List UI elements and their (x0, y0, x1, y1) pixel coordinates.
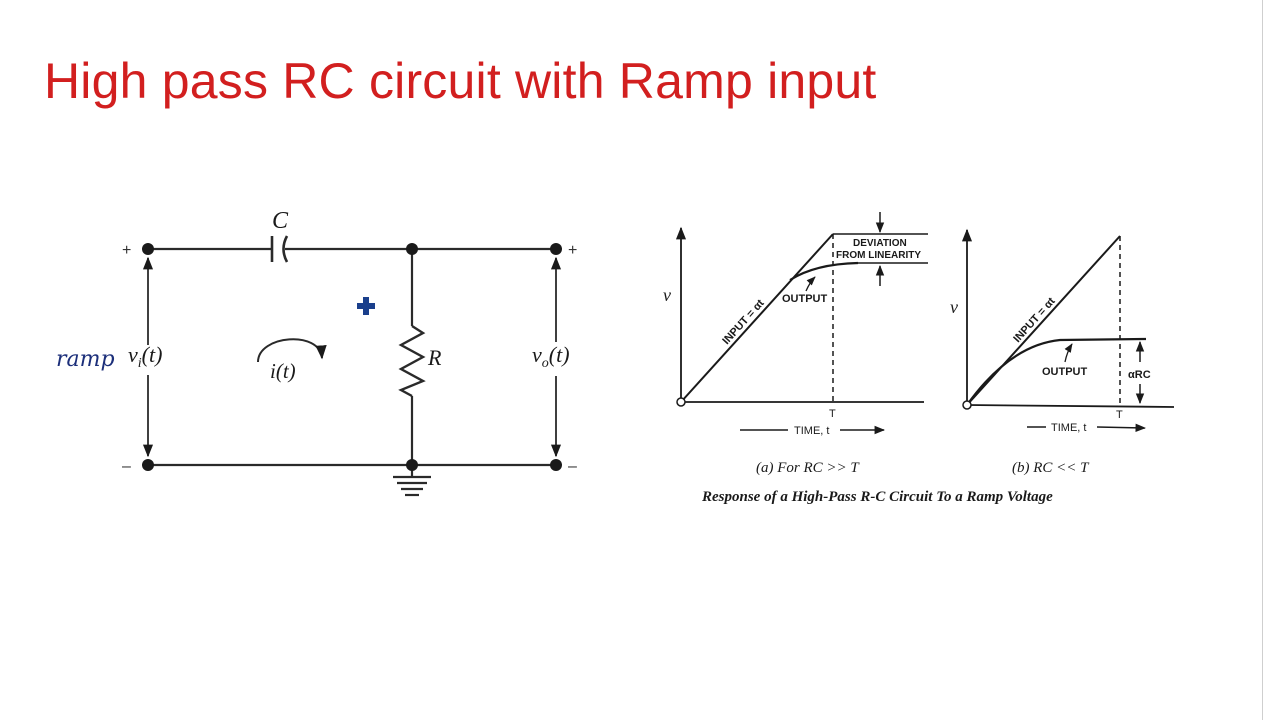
graph-a (675, 212, 928, 435)
capacitor-plate-right (282, 235, 289, 263)
graph-b-output-label: OUTPUT (1042, 366, 1088, 378)
graph-b-input-label: INPUT = αt (1011, 295, 1058, 345)
slide-edge-divider (1262, 0, 1263, 720)
graph-b-y-label: v (950, 297, 958, 317)
graph-b-t-label: T (1116, 409, 1123, 421)
minus-right-label: – (568, 458, 577, 475)
graph-b-input-ramp (966, 235, 1121, 406)
figure-caption: Response of a High-Pass R-C Circuit To a… (701, 489, 1053, 505)
rc-circuit-diagram (142, 235, 562, 497)
graph-a-origin (676, 397, 686, 407)
graph-a-input-label: INPUT = αt (720, 297, 767, 347)
graph-a-deviation-label-2: FROM LINEARITY (836, 250, 921, 261)
circuit-nodes (142, 243, 562, 471)
node-bottom-left (142, 459, 154, 471)
graph-b (961, 228, 1175, 433)
input-voltage-label: vi(t) (128, 342, 162, 371)
capacitor-label: C (272, 208, 289, 234)
graph-b-time-label: TIME, t (1051, 422, 1086, 434)
graph-a-y-label: v (663, 285, 671, 305)
node-top-mid (406, 243, 418, 255)
graph-a-deviation-label-1: DEVIATION (853, 238, 907, 249)
slide-title: High pass RC circuit with Ramp input (44, 53, 877, 109)
graph-a-time-label: TIME, t (794, 425, 829, 437)
graph-a-input-ramp (680, 233, 834, 403)
resistor-zigzag (398, 324, 426, 398)
plus-cursor-icon (357, 297, 375, 315)
current-label: i(t) (270, 359, 296, 383)
graph-a-caption: (a) For RC >> T (756, 460, 860, 476)
node-bottom-right (550, 459, 562, 471)
graph-a-output-pointer (805, 276, 816, 292)
graph-a-output-label: OUTPUT (782, 293, 828, 305)
graph-b-output-pointer (1064, 343, 1073, 363)
graph-a-t-label: T (829, 408, 836, 420)
graph-b-arc-label: αRC (1128, 369, 1151, 381)
graph-b-x-axis (966, 404, 1175, 408)
handwritten-ramp-note: ramp (56, 347, 115, 372)
current-loop-arrow (257, 338, 327, 363)
graph-a-output-curve (789, 261, 859, 281)
resistor-label: R (427, 345, 442, 370)
node-bottom-mid (406, 459, 418, 471)
output-voltage-label: vo(t) (532, 342, 570, 371)
node-top-right (550, 243, 562, 255)
graph-b-time-arrow-right (1096, 423, 1147, 433)
graph-b-origin (962, 400, 972, 410)
graph-b-output-curve (966, 337, 1147, 406)
plus-left-label: + (122, 242, 131, 259)
plus-right-label: + (568, 242, 577, 259)
minus-left-label: – (122, 458, 131, 475)
graph-b-caption: (b) RC << T (1012, 460, 1090, 476)
node-top-left (142, 243, 154, 255)
